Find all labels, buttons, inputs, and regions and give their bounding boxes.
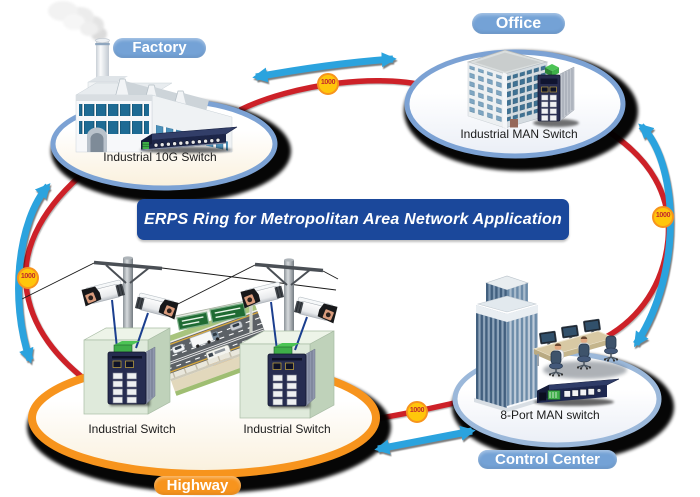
link-speed-badge: 1000 <box>652 206 674 228</box>
office-site-label: Office <box>472 13 565 34</box>
highway-sign <box>176 311 210 331</box>
office-din-switch <box>533 64 579 127</box>
factory-rack-switch <box>140 126 238 154</box>
cctv-camera <box>134 291 180 320</box>
cctv-camera <box>239 280 285 309</box>
industrial-din-switch-left <box>107 341 156 406</box>
industrial-din-switch-right <box>267 343 316 408</box>
highway-site <box>19 256 380 478</box>
camera-pole-right <box>173 258 339 344</box>
office-site <box>404 49 626 159</box>
highway-sign <box>209 302 247 324</box>
arrow-highway-factory <box>15 183 51 364</box>
arrow-control-highway <box>374 425 476 455</box>
ring-link-office-control <box>590 127 672 347</box>
factory-site-label: Factory <box>113 38 206 58</box>
control-desks <box>532 318 627 379</box>
link-speed-badge: 1000 <box>317 73 339 95</box>
cctv-camera <box>80 278 126 307</box>
cctv-camera <box>293 295 339 324</box>
control-switch-caption: 8-Port MAN switch <box>500 408 600 422</box>
diagram-title: ERPS Ring for Metropolitan Area Network … <box>137 199 569 240</box>
office-building <box>466 49 549 129</box>
control-tower <box>474 275 540 412</box>
factory-site <box>48 1 278 191</box>
vehicle-truck <box>189 330 220 348</box>
control-center-site <box>452 275 662 448</box>
highway-site-label: Highway <box>154 476 241 495</box>
factory-chimney-smoke <box>48 1 110 86</box>
camera-pole-left <box>19 256 337 340</box>
highway-switch-caption-right: Industrial Switch <box>243 422 331 436</box>
control-rack-switch <box>534 378 620 406</box>
highway-switch-caption-left: Industrial Switch <box>88 422 176 436</box>
link-speed-badge: 1000 <box>17 267 39 289</box>
arrow-factory-office <box>252 52 397 83</box>
vehicle-car-2 <box>229 321 243 331</box>
vehicle-car <box>171 343 185 354</box>
control-center-site-label: Control Center <box>478 450 617 469</box>
highway-sign-gantry <box>172 299 254 333</box>
office-switch-caption: Industrial MAN Switch <box>460 127 578 141</box>
factory-switch-caption: Industrial 10G Switch <box>103 150 217 164</box>
link-speed-badge: 1000 <box>406 401 428 423</box>
